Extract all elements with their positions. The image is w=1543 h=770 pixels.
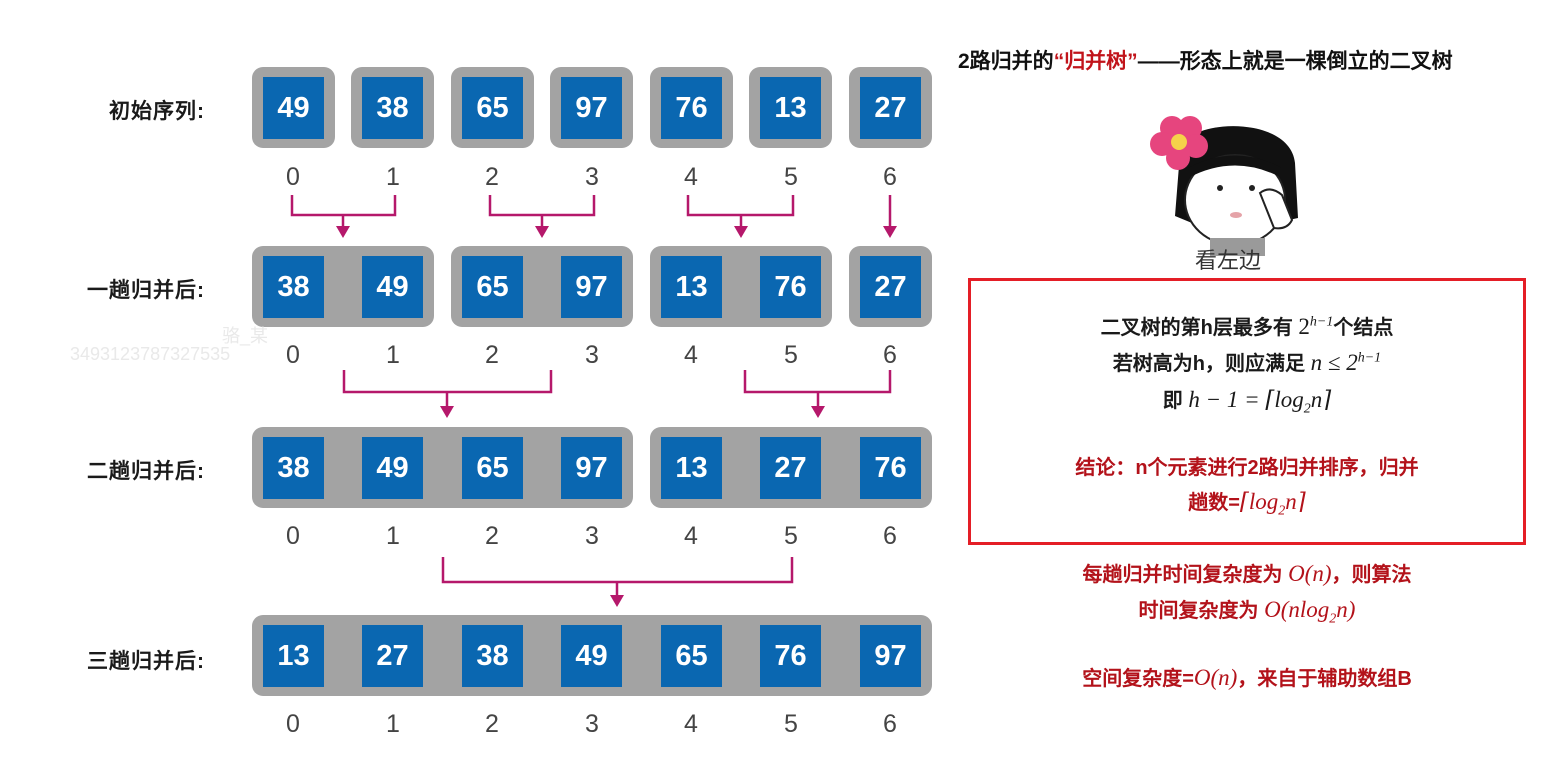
row-label-pass-1: 一趟归并后:	[87, 279, 205, 302]
title-suffix: ——形态上就是一棵倒立的二叉树	[1137, 50, 1453, 73]
row-label-pass-2: 二趟归并后:	[87, 460, 205, 483]
box-line-2-text: 若树高为h，则应满足	[1112, 353, 1311, 375]
watermark-name: 骆_某	[222, 326, 269, 346]
array-cell: 76	[760, 256, 821, 318]
index-label: 0	[286, 522, 300, 550]
row-label-pass-3: 三趟归并后:	[87, 650, 205, 673]
array-cell: 13	[661, 437, 722, 499]
array-cell: 27	[760, 437, 821, 499]
array-cell: 97	[860, 625, 921, 687]
index-label: 4	[684, 341, 698, 369]
index-label: 3	[585, 522, 599, 550]
array-cell: 49	[561, 625, 622, 687]
index-label: 6	[883, 522, 897, 550]
array-cell: 27	[860, 77, 921, 139]
time-line-1-math: O(n)	[1288, 561, 1332, 586]
box-line-2-math: n ≤ 2h−1	[1310, 350, 1382, 375]
box-line-1: 二叉树的第h层最多有 2h−1个结点	[971, 311, 1523, 340]
box-line-1-math: 2h−1	[1298, 314, 1334, 339]
space-math: O(n)	[1193, 665, 1238, 690]
index-label: 3	[585, 341, 599, 369]
array-cell: 65	[661, 625, 722, 687]
index-label: 5	[784, 710, 798, 738]
time-line-2-text: 时间复杂度为	[1138, 600, 1265, 622]
time-complexity-line-1: 每趟归并时间复杂度为 O(n)，则算法	[968, 558, 1526, 587]
box-line-2: 若树高为h，则应满足 n ≤ 2h−1	[971, 347, 1523, 376]
index-label: 5	[784, 522, 798, 550]
array-cell: 27	[362, 625, 423, 687]
space-text: 空间复杂度=	[1082, 668, 1194, 690]
watermark-id: 3493123787327535	[70, 344, 231, 364]
index-label: 0	[286, 710, 300, 738]
box-line-1-tail: 个结点	[1333, 317, 1394, 339]
index-label: 5	[784, 163, 798, 191]
array-cell: 97	[561, 77, 622, 139]
index-label: 3	[585, 163, 599, 191]
space-tail: ，来自于辅助数组B	[1237, 668, 1412, 690]
array-cell: 97	[561, 256, 622, 318]
array-cell: 38	[263, 437, 324, 499]
meme-caption: 看左边	[1195, 248, 1262, 273]
box-line-3-math: h − 1 = ⌈log2n⌉	[1188, 387, 1332, 417]
index-label: 0	[286, 163, 300, 191]
array-cell: 49	[263, 77, 324, 139]
index-label: 3	[585, 710, 599, 738]
index-label: 4	[684, 710, 698, 738]
time-line-1-text: 每趟归并时间复杂度为	[1082, 564, 1289, 586]
array-cell: 76	[860, 437, 921, 499]
index-label: 2	[485, 710, 499, 738]
row-label-initial: 初始序列:	[109, 100, 205, 123]
array-cell: 65	[462, 256, 523, 318]
index-label: 6	[883, 341, 897, 369]
time-complexity-line-2: 时间复杂度为 O(nlog2n)	[968, 594, 1526, 628]
array-cell: 38	[462, 625, 523, 687]
array-cell: 76	[760, 625, 821, 687]
conclusion-line-2: 趟数=⌈log2n⌉	[971, 486, 1523, 520]
conclusion-line-2-math: ⌈log2n⌉	[1239, 489, 1306, 519]
conclusion-line-2-text: 趟数=	[1188, 492, 1240, 514]
box-line-3: 即 h − 1 = ⌈log2n⌉	[971, 384, 1523, 418]
array-cell: 76	[661, 77, 722, 139]
array-cell: 97	[561, 437, 622, 499]
array-cell: 27	[860, 256, 921, 318]
conclusion-line-1: 结论：n个元素进行2路归并排序，归并	[1075, 457, 1419, 479]
index-label: 5	[784, 341, 798, 369]
time-line-2-math: O(nlog2n)	[1264, 597, 1356, 627]
array-cell: 65	[462, 437, 523, 499]
title-prefix: 2路归并的	[958, 50, 1054, 73]
index-label: 2	[485, 341, 499, 369]
index-label: 0	[286, 341, 300, 369]
index-label: 6	[883, 163, 897, 191]
index-label: 1	[386, 522, 400, 550]
index-label: 4	[684, 163, 698, 191]
space-complexity-line: 空间复杂度=O(n)，来自于辅助数组B	[968, 662, 1526, 691]
array-cell: 13	[661, 256, 722, 318]
array-cell: 49	[362, 256, 423, 318]
index-label: 1	[386, 163, 400, 191]
array-cell: 38	[362, 77, 423, 139]
index-label: 2	[485, 522, 499, 550]
array-cell: 38	[263, 256, 324, 318]
array-cell: 49	[362, 437, 423, 499]
title-highlight: “归并树”	[1053, 50, 1138, 73]
array-cell: 13	[263, 625, 324, 687]
array-cell: 13	[760, 77, 821, 139]
binary-tree-conclusion-box: 二叉树的第h层最多有 2h−1个结点 若树高为h，则应满足 n ≤ 2h−1 即…	[968, 278, 1526, 545]
box-line-1-text: 二叉树的第h层最多有	[1100, 317, 1299, 339]
slide-title: 2路归并的“归并树”——形态上就是一棵倒立的二叉树	[958, 45, 1453, 75]
index-label: 1	[386, 710, 400, 738]
meme-girl-flower-icon	[1150, 116, 1298, 256]
array-cell: 65	[462, 77, 523, 139]
index-label: 4	[684, 522, 698, 550]
box-line-3-text: 即	[1162, 390, 1189, 412]
time-line-1-tail: ，则算法	[1331, 564, 1412, 586]
index-label: 1	[386, 341, 400, 369]
index-label: 6	[883, 710, 897, 738]
index-label: 2	[485, 163, 499, 191]
